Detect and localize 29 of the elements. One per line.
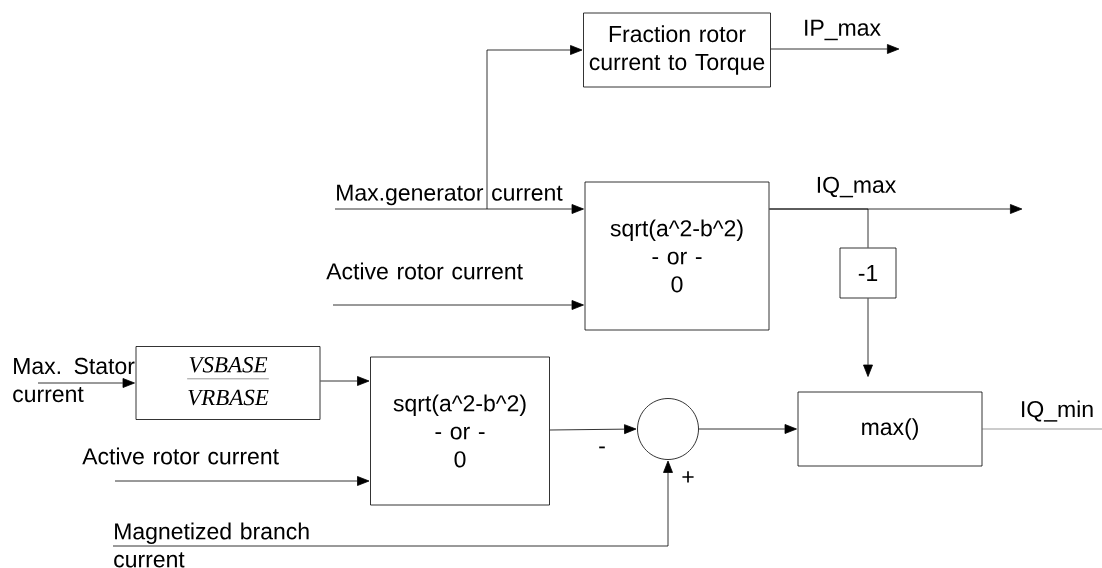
block-box: sqrt(a^2-b^2) - or - 0 <box>584 181 770 331</box>
edge-label: - <box>597 445 607 455</box>
signal-arrow <box>486 45 583 210</box>
signal-arrow <box>334 204 584 214</box>
summing-junction <box>637 398 699 460</box>
signal-arrow <box>549 424 637 435</box>
input-label: Max.generator current <box>337 184 563 206</box>
signal-arrow <box>863 298 873 377</box>
block-box: sqrt(a^2-b^2) - or - 0 <box>370 356 550 506</box>
block-box: Fraction rotor current to Torque <box>583 12 771 88</box>
block-box: max() <box>797 391 983 467</box>
block-box: -1 <box>839 247 897 299</box>
signal-arrow <box>114 476 370 486</box>
signal-arrow <box>698 424 797 434</box>
input-label: Active rotor current <box>82 447 279 465</box>
edge-label: IQ_min <box>1018 399 1096 423</box>
signal-arrow <box>320 376 370 386</box>
signal-line <box>769 208 869 248</box>
edge-label: + <box>680 470 696 486</box>
edge-label: IP_max <box>802 18 882 42</box>
signal-arrow <box>112 460 673 547</box>
signal-arrow <box>332 300 584 310</box>
signal-arrow <box>770 44 900 54</box>
input-label: Active rotor current <box>326 262 523 280</box>
input-label: Max. Stator current <box>13 357 135 403</box>
block-box: VSBASE VRBASE <box>135 346 321 420</box>
edge-label: IQ_max <box>814 175 898 199</box>
signal-arrow <box>37 378 135 388</box>
input-label: Magnetized branch current <box>114 522 309 568</box>
